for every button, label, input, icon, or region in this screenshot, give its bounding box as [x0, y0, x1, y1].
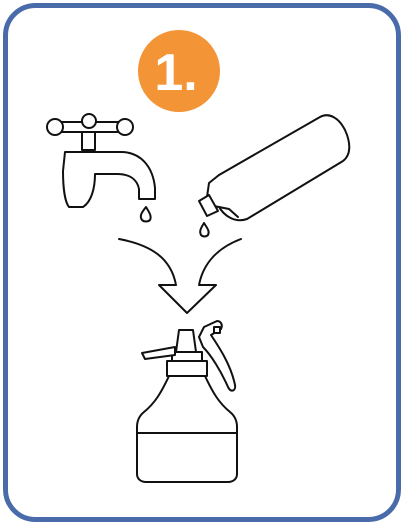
step-number-label: 1.: [154, 44, 197, 102]
step-illustration: 1.: [3, 3, 401, 522]
instruction-step-card: 1.: [3, 3, 401, 522]
step-number-badge: 1.: [138, 30, 220, 112]
